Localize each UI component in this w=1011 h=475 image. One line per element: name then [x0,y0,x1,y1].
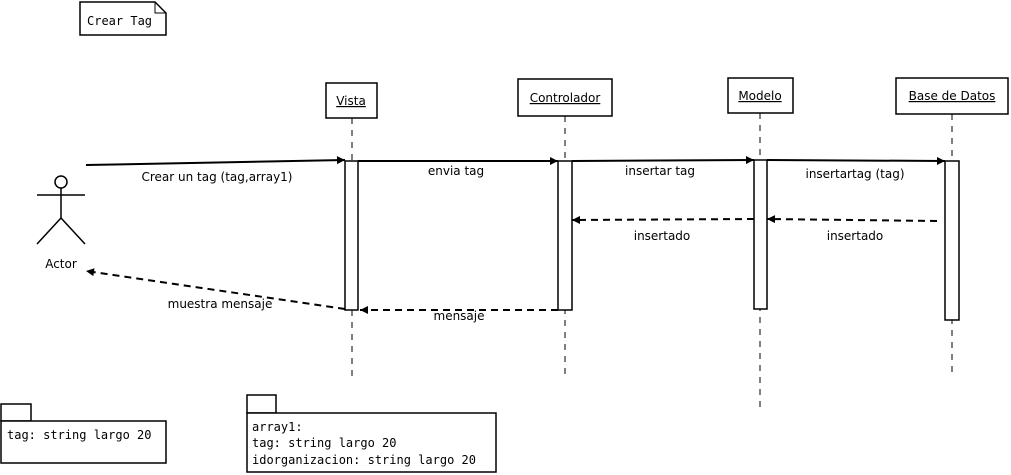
note-array1: array1: tag: string largo 20 idorganizac… [246,394,497,473]
participant-label-controlador: Controlador [530,91,601,105]
activation-controlador [557,160,573,311]
activation-vista [344,160,359,311]
note-tag-line-1: tag: string largo 20 [7,428,152,442]
message-arrow-8 [85,268,346,310]
message-arrow-6 [571,215,755,224]
message-label-6: insertado [634,229,691,243]
message-label-8: muestra mensaje [168,297,273,311]
title-note-text: Crear Tag [87,14,152,28]
message-arrow-4 [766,156,946,165]
participant-basedatos: Base de Datos [895,77,1009,115]
message-arrow-1 [85,156,346,166]
actor-icon [36,175,86,245]
title-note: Crear Tag [79,1,167,36]
message-label-4: insertartag (tag) [805,167,904,181]
participant-vista: Vista [325,82,378,119]
message-label-3: insertar tag [625,164,695,178]
activation-modelo [753,159,768,310]
note-array1-line-3: idorganizacion: string largo 20 [252,453,476,467]
message-label-5: insertado [827,229,884,243]
participant-controlador: Controlador [517,78,613,117]
message-label-2: envia tag [428,164,484,178]
activation-basedatos [944,160,960,321]
participant-label-vista: Vista [336,94,366,108]
message-label-7: mensaje [434,309,485,323]
actor-label: Actor [45,257,77,271]
note-tag: tag: string largo 20 [0,403,167,464]
note-array1-line-1: array1: [252,420,303,434]
participant-modelo: Modelo [727,77,794,114]
participant-label-modelo: Modelo [738,89,781,103]
message-arrow-3 [571,156,755,165]
message-arrow-5 [766,215,938,224]
participant-label-basedatos: Base de Datos [909,89,996,103]
message-label-1: Crear un tag (tag,array1) [141,170,292,184]
note-array1-line-2: tag: string largo 20 [252,436,397,450]
